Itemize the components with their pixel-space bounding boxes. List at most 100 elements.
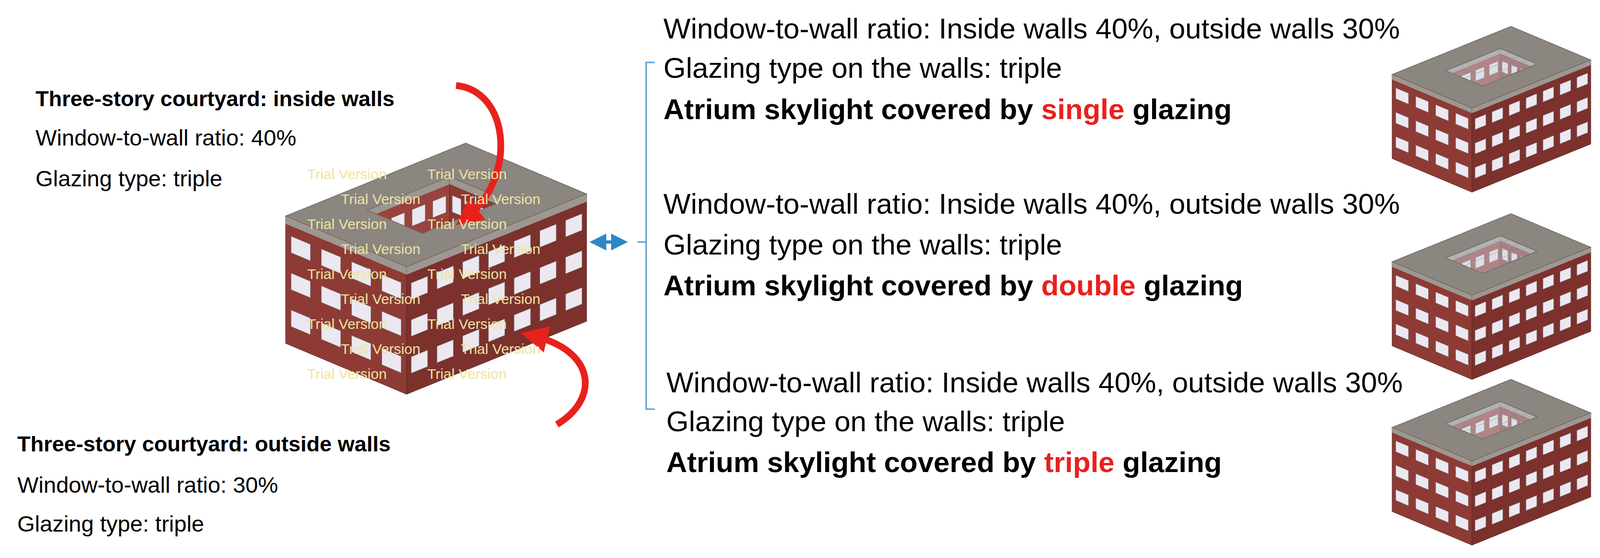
window bbox=[1560, 315, 1572, 332]
pointer-arrow bbox=[533, 336, 586, 425]
window bbox=[1475, 114, 1487, 130]
window bbox=[1560, 481, 1572, 497]
window bbox=[1455, 112, 1469, 130]
window bbox=[1415, 283, 1429, 300]
window bbox=[1415, 448, 1429, 466]
brick-wall bbox=[1471, 60, 1591, 193]
window bbox=[1542, 488, 1554, 504]
roof-edge bbox=[1392, 427, 1472, 467]
spec-label: Glazing type: triple bbox=[35, 165, 223, 192]
courtyard-building bbox=[1392, 379, 1591, 558]
window bbox=[1526, 495, 1538, 511]
text-line: Atrium skylight covered bydoubleglazing bbox=[663, 268, 1243, 303]
window bbox=[1435, 481, 1449, 499]
window bbox=[1475, 138, 1487, 155]
window bbox=[432, 195, 446, 218]
window bbox=[1491, 343, 1504, 359]
window bbox=[1491, 460, 1504, 476]
watermark: Trial Version bbox=[307, 215, 387, 233]
window bbox=[1576, 260, 1588, 276]
window bbox=[1576, 309, 1588, 325]
watermark: Trial Version bbox=[427, 265, 507, 283]
window bbox=[1395, 112, 1409, 129]
watermark: Trial Version bbox=[307, 165, 387, 183]
brick-wall bbox=[406, 193, 587, 395]
window bbox=[1526, 329, 1538, 346]
option-label: glazing bbox=[1143, 269, 1243, 302]
window bbox=[1475, 516, 1487, 532]
window bbox=[1560, 128, 1572, 145]
roof-edge bbox=[1471, 60, 1591, 114]
window bbox=[1415, 96, 1429, 113]
text-line: Three-story courtyard: inside walls bbox=[35, 85, 395, 112]
window bbox=[1491, 318, 1504, 335]
window bbox=[1542, 439, 1554, 456]
window bbox=[1395, 465, 1409, 482]
window bbox=[1542, 322, 1554, 338]
window bbox=[1455, 300, 1469, 317]
window bbox=[1491, 484, 1504, 500]
window bbox=[1435, 153, 1449, 170]
window bbox=[1508, 477, 1520, 494]
window bbox=[1542, 298, 1554, 314]
bracket bbox=[637, 62, 655, 410]
roof-edge bbox=[1392, 261, 1472, 301]
window bbox=[1542, 274, 1554, 290]
window bbox=[1576, 284, 1588, 301]
window bbox=[1435, 457, 1449, 474]
window bbox=[1435, 505, 1449, 523]
option-label: Atrium skylight covered by bbox=[666, 445, 1036, 479]
text-line: Glazing type: triple bbox=[17, 510, 205, 538]
window bbox=[1435, 291, 1449, 309]
window bbox=[1508, 336, 1520, 352]
window bbox=[1526, 470, 1538, 487]
brick-wall bbox=[1471, 412, 1591, 545]
watermark: Trial Version bbox=[427, 215, 507, 233]
heading-label: Three-story courtyard: inside walls bbox=[35, 86, 395, 111]
window bbox=[540, 224, 557, 248]
double-arrow bbox=[596, 240, 622, 244]
roof-edge bbox=[1471, 247, 1591, 301]
text-line: Window-to-wall ratio: Inside walls 40%, … bbox=[663, 11, 1400, 47]
window bbox=[1526, 93, 1538, 109]
window bbox=[1415, 307, 1429, 325]
window bbox=[290, 236, 311, 261]
window bbox=[1508, 453, 1520, 469]
option-label: Atrium skylight covered by bbox=[663, 93, 1034, 126]
spec-label: Window-to-wall ratio: Inside walls 40%, … bbox=[663, 12, 1400, 45]
spec-label: Window-to-wall ratio: 40% bbox=[35, 124, 297, 151]
window bbox=[1455, 465, 1469, 482]
window bbox=[1395, 299, 1409, 316]
watermark: Trial Version bbox=[340, 190, 421, 208]
window bbox=[1526, 142, 1538, 158]
window bbox=[1455, 324, 1469, 341]
watermark: Trial Version bbox=[307, 365, 387, 383]
window bbox=[1491, 131, 1504, 147]
window bbox=[540, 261, 557, 285]
window bbox=[1491, 508, 1504, 525]
window bbox=[1475, 491, 1487, 507]
window bbox=[1395, 440, 1409, 458]
window bbox=[1526, 305, 1538, 321]
text-line: Window-to-wall ratio: Inside walls 40%, … bbox=[663, 186, 1400, 222]
window bbox=[1491, 107, 1504, 123]
window bbox=[1560, 432, 1572, 448]
window bbox=[1455, 514, 1469, 531]
window bbox=[540, 297, 557, 321]
glazing-type-highlight: single bbox=[1041, 93, 1125, 126]
window bbox=[1508, 312, 1520, 328]
window bbox=[1475, 467, 1487, 483]
spec-label: Window-to-wall ratio: 30% bbox=[17, 471, 278, 498]
window bbox=[1508, 149, 1520, 165]
glazing-type-highlight: double bbox=[1041, 269, 1136, 302]
window bbox=[1395, 323, 1409, 340]
window bbox=[1508, 287, 1520, 303]
window bbox=[1560, 266, 1572, 283]
window bbox=[1455, 137, 1469, 154]
watermark: Trial Version bbox=[427, 315, 507, 333]
window bbox=[1491, 156, 1504, 172]
brick-wall bbox=[1392, 261, 1472, 380]
window bbox=[1526, 118, 1538, 134]
window bbox=[514, 308, 531, 332]
window bbox=[1576, 474, 1588, 491]
